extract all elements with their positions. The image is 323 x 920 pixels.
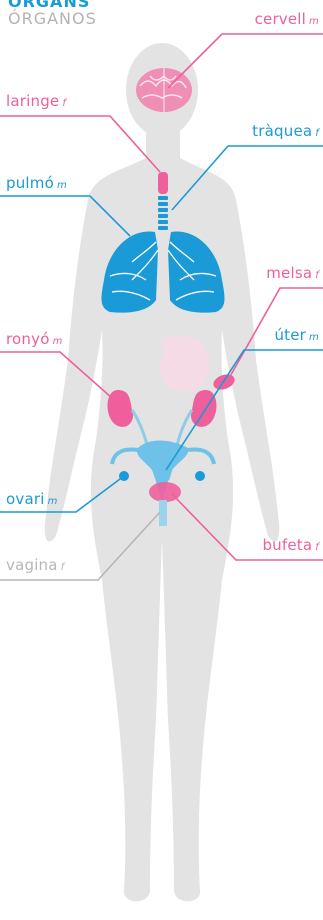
gender-marker: m [53, 336, 63, 347]
label-text: cervell [255, 10, 306, 28]
vagina-organ [159, 500, 167, 526]
larynx [158, 172, 168, 194]
label-text: bufeta [262, 536, 312, 554]
gender-marker: f [61, 562, 65, 573]
gender-marker: f [315, 270, 319, 281]
title-spanish: ÓRGANOS [8, 9, 97, 28]
label-text: tràquea [252, 122, 312, 140]
gender-marker: m [309, 332, 319, 343]
gender-marker: f [315, 542, 319, 553]
label-text: laringe [6, 92, 59, 110]
gender-marker: m [57, 180, 67, 191]
gender-marker: m [48, 496, 58, 507]
label-text: vagina [6, 556, 58, 574]
label-text: ovari [6, 490, 45, 508]
gender-marker: f [315, 128, 319, 139]
brain [136, 68, 192, 112]
label-text: pulmó [6, 174, 54, 192]
label-text: úter [274, 326, 306, 344]
label-text: melsa [266, 264, 312, 282]
gender-marker: m [309, 16, 319, 27]
gender-marker: f [62, 98, 66, 109]
label-text: ronyó [6, 330, 50, 348]
